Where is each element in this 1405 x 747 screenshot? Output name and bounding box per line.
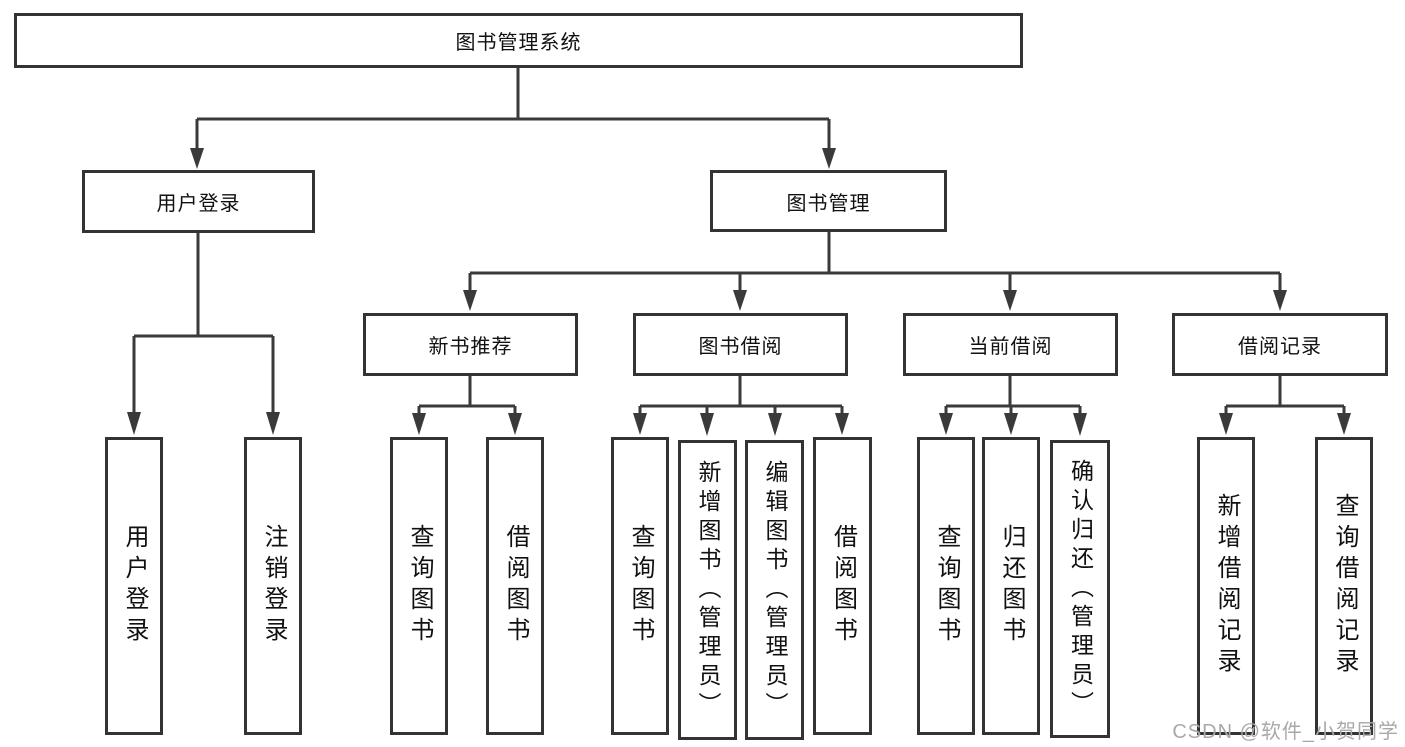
watermark: CSDN @软件_小贺同学 — [1172, 721, 1399, 743]
node-root: 图书管理系统 — [14, 13, 1023, 68]
node-book-borrow: 图书借阅 — [633, 313, 848, 376]
connector-record-split — [1224, 376, 1346, 415]
leaf-label: 注销登录 — [260, 524, 287, 648]
leaf-label: 用户登录 — [121, 524, 148, 648]
leaf-label: 查询图书 — [627, 524, 654, 648]
leaf-query-book-1: 查询图书 — [390, 437, 448, 735]
leaf-return-book: 归还图书 — [982, 437, 1040, 735]
node-current-borrow: 当前借阅 — [903, 313, 1118, 376]
leaf-edit-book-admin: 编辑图书（管理员） — [745, 440, 804, 740]
arrowhead — [939, 413, 953, 435]
leaf-logout: 注销登录 — [244, 437, 302, 735]
leaf-query-borrow-record: 查询借阅记录 — [1315, 437, 1373, 735]
arrowhead — [768, 413, 782, 436]
leaf-label: 确认归还（管理员） — [1067, 458, 1094, 720]
leaf-label: 借阅图书 — [829, 524, 857, 648]
leaf-user-login: 用户登录 — [105, 437, 163, 735]
arrowhead — [1273, 290, 1287, 311]
arrowhead — [266, 412, 280, 435]
arrowhead — [1003, 290, 1017, 311]
node-new-book-recommend: 新书推荐 — [363, 313, 578, 376]
arrowhead — [700, 413, 714, 436]
node-label: 新书推荐 — [428, 336, 513, 358]
connector-root-trunk — [195, 68, 831, 150]
connector-newbook-split — [417, 376, 517, 415]
arrowhead — [822, 148, 836, 169]
leaf-confirm-return-admin: 确认归还（管理员） — [1050, 440, 1110, 738]
node-borrow-record: 借阅记录 — [1172, 313, 1388, 376]
arrowhead — [1004, 413, 1018, 435]
leaf-label: 新增借阅记录 — [1213, 493, 1240, 679]
arrowhead — [1073, 413, 1087, 436]
leaf-label: 归还图书 — [998, 524, 1025, 648]
arrowhead — [733, 290, 747, 311]
node-label: 图书管理 — [786, 192, 871, 215]
leaf-label: 借阅图书 — [502, 524, 529, 648]
leaf-add-book-admin: 新增图书（管理员） — [678, 440, 737, 740]
node-user-login-branch: 用户登录 — [82, 170, 315, 233]
leaf-label: 编辑图书（管理员） — [762, 459, 788, 721]
arrowhead — [633, 413, 647, 435]
leaf-label: 查询图书 — [406, 524, 433, 648]
leaf-label: 查询借阅记录 — [1331, 493, 1358, 679]
leaf-add-borrow-record: 新增借阅记录 — [1197, 437, 1255, 735]
arrowhead — [1337, 413, 1351, 435]
arrowhead — [412, 413, 426, 435]
connector-current-split — [944, 376, 1082, 415]
leaf-label: 新增图书（管理员） — [695, 459, 721, 721]
connector-borrow-split — [638, 376, 844, 415]
arrowhead — [508, 413, 522, 435]
arrowhead — [835, 413, 849, 435]
node-label: 用户登录 — [156, 193, 241, 215]
arrowhead — [1219, 413, 1233, 435]
arrowhead — [190, 148, 204, 169]
node-label: 图书借阅 — [698, 336, 783, 358]
leaf-borrow-book-2: 借阅图书 — [813, 437, 872, 735]
leaf-label: 查询图书 — [933, 524, 960, 648]
node-root-label: 图书管理系统 — [455, 32, 582, 54]
node-label: 当前借阅 — [968, 336, 1053, 358]
leaf-borrow-book-1: 借阅图书 — [486, 437, 544, 735]
leaf-query-book-3: 查询图书 — [917, 437, 975, 735]
connector-book-branch — [468, 232, 1282, 292]
arrowhead — [127, 412, 141, 435]
arrowhead — [463, 290, 477, 311]
node-book-management-branch: 图书管理 — [710, 170, 947, 232]
leaf-query-book-2: 查询图书 — [611, 437, 669, 735]
connector-user-branch — [132, 233, 275, 414]
node-label: 借阅记录 — [1238, 336, 1322, 358]
